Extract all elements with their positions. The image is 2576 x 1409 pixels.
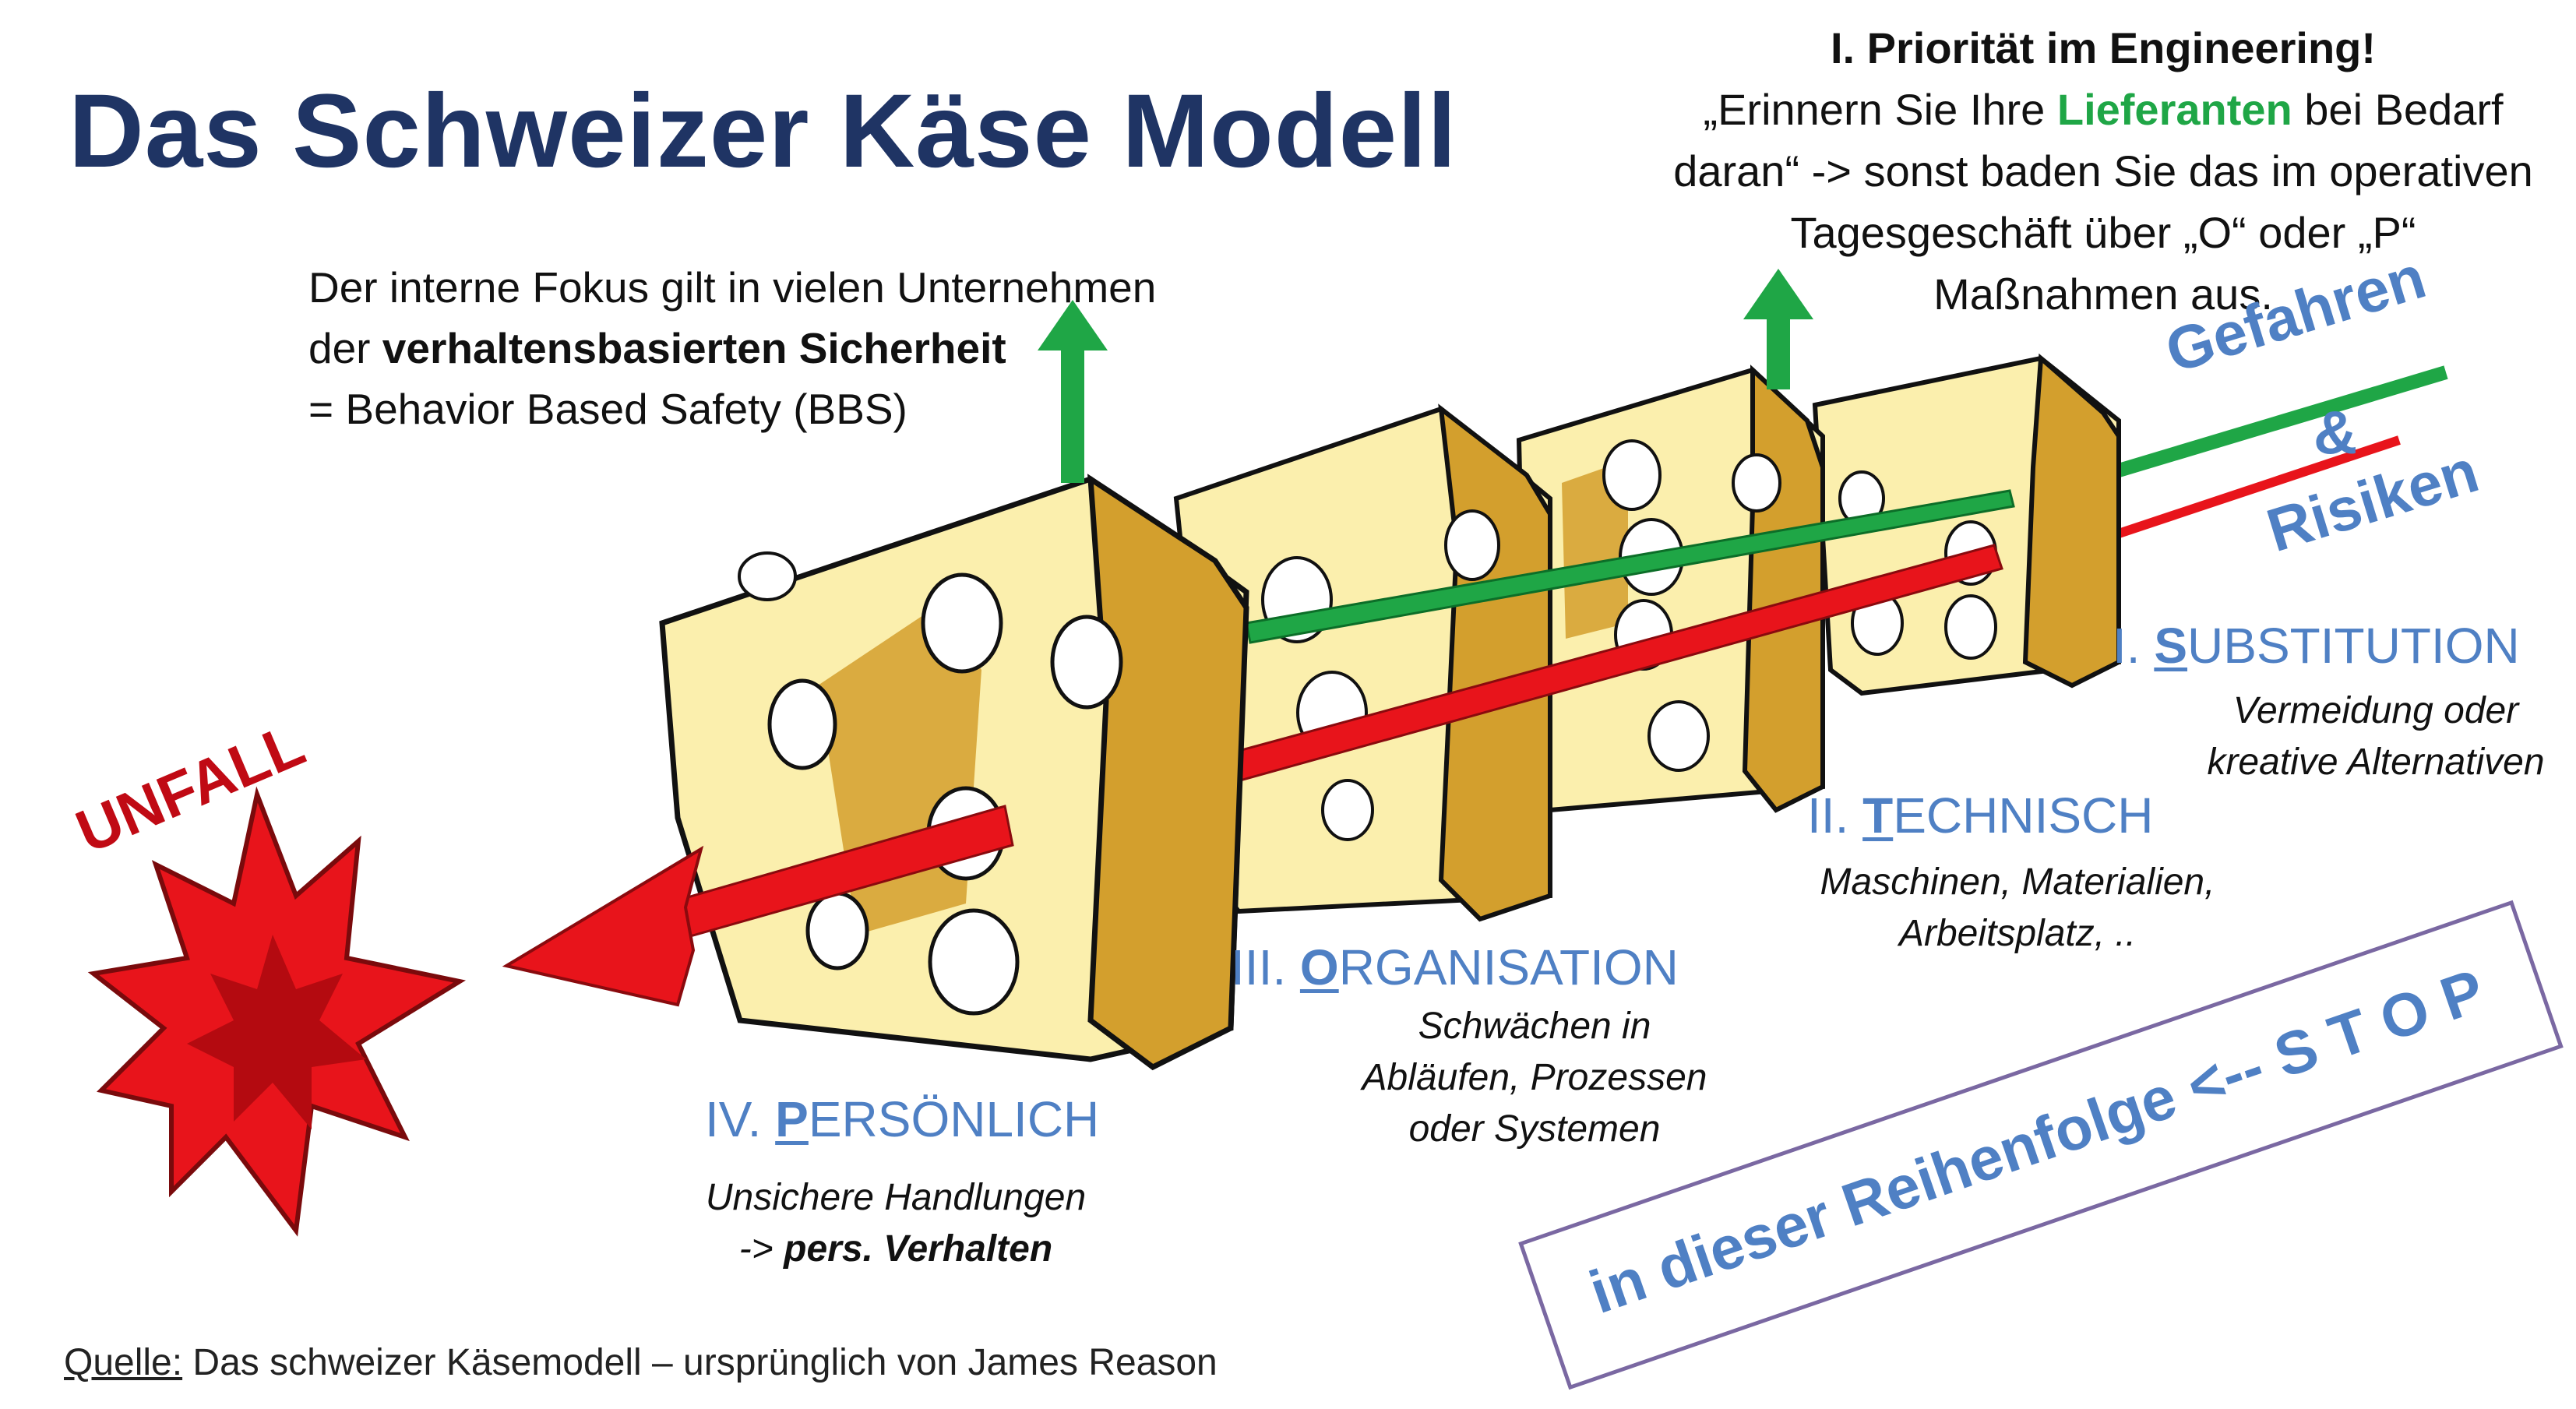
green-up-arrow-left bbox=[1038, 300, 1108, 483]
level-substitution-desc-1: Vermeidung oder bbox=[2232, 690, 2519, 731]
priority-suppliers: Lieferanten bbox=[2056, 85, 2292, 134]
source-text: Das schweizer Käsemodell – ursprünglich … bbox=[182, 1342, 1218, 1383]
source-note: Quelle: Das schweizer Käsemodell – urspr… bbox=[64, 1341, 1218, 1384]
level-technisch-desc: Maschinen, Materialien, Arbeitsplatz, .. bbox=[1799, 857, 2236, 960]
level-persoenlich-desc: Unsichere Handlungen -> pers. Verhalten bbox=[685, 1172, 1106, 1275]
cheese-slice-organisation bbox=[1173, 403, 1552, 922]
level-technisch: II. TECHNISCH bbox=[1807, 787, 2153, 844]
level-persoenlich-desc-1: Unsichere Handlungen bbox=[705, 1177, 1087, 1218]
bbs-note: Der interne Fokus gilt in vielen Unterne… bbox=[308, 257, 1156, 439]
level-substitution-initial: S bbox=[2154, 618, 2188, 674]
page-title: Das Schweizer Käse Modell bbox=[69, 73, 1457, 189]
priority-line-3: Tagesgeschäft über „O“ oder „P“ bbox=[1790, 208, 2416, 257]
level-persoenlich: IV. PERSÖNLICH bbox=[705, 1090, 1099, 1148]
level-organisation-desc-2: Abläufen, Prozessen bbox=[1362, 1057, 1707, 1098]
bbs-line-2: der verhaltensbasierten Sicherheit bbox=[308, 318, 1156, 379]
level-technisch-rest: ECHNISCH bbox=[1893, 787, 2154, 844]
level-persoenlich-desc-2: -> pers. Verhalten bbox=[685, 1224, 1106, 1275]
level-organisation-desc-3: oder Systemen bbox=[1408, 1108, 1661, 1150]
red-hazard-line bbox=[2094, 435, 2401, 546]
priority-line-4: Maßnahmen aus. bbox=[1933, 269, 2273, 319]
level-persoenlich-desc-2-prefix: -> bbox=[738, 1228, 784, 1270]
source-label: Quelle: bbox=[64, 1342, 183, 1383]
level-technisch-desc-1: Maschinen, Materialien, bbox=[1820, 861, 2215, 903]
bbs-line-2-bold: verhaltensbasierten Sicherheit bbox=[382, 324, 1006, 372]
level-organisation-rest: RGANISATION bbox=[1338, 939, 1679, 995]
priority-note: I. Priorität im Engineering! „Erinnern S… bbox=[1620, 17, 2576, 325]
level-persoenlich-desc-2-bold: pers. Verhalten bbox=[784, 1228, 1053, 1270]
level-technisch-initial: T bbox=[1862, 787, 1894, 844]
level-substitution-desc: Vermeidung oder kreative Alternativen bbox=[2189, 685, 2563, 788]
priority-heading: I. Priorität im Engineering! bbox=[1830, 23, 2377, 72]
cheese-slice-technisch bbox=[1516, 365, 1825, 813]
level-technisch-prefix: II. bbox=[1807, 787, 1863, 844]
level-persoenlich-initial: P bbox=[775, 1091, 809, 1147]
priority-line-1-prefix: „Erinnern Sie Ihre bbox=[1703, 85, 2057, 134]
bbs-line-1: Der interne Fokus gilt in vielen Unterne… bbox=[308, 263, 1157, 312]
priority-line-1-suffix: bei Bedarf bbox=[2292, 85, 2504, 134]
level-substitution: I. SUBSTITUTION bbox=[2113, 617, 2520, 675]
level-organisation-initial: O bbox=[1299, 939, 1339, 995]
level-organisation-desc: Schwächen in Abläufen, Prozessen oder Sy… bbox=[1340, 1001, 1729, 1155]
level-substitution-desc-2: kreative Alternativen bbox=[2207, 741, 2545, 783]
green-up-arrow-right bbox=[1743, 269, 1813, 389]
bbs-line-2-prefix: der bbox=[308, 324, 382, 372]
level-organisation-prefix: III. bbox=[1231, 939, 1300, 995]
cheese-slice-persoenlich bbox=[659, 474, 1249, 1071]
cheese-slice-substitution bbox=[1812, 353, 2121, 696]
level-organisation-desc-1: Schwächen in bbox=[1418, 1006, 1651, 1047]
level-persoenlich-prefix: IV. bbox=[705, 1091, 776, 1147]
level-substitution-prefix: I. bbox=[2113, 618, 2155, 674]
hazards-ampersand: & bbox=[2313, 398, 2358, 467]
green-hazard-arrow bbox=[1245, 489, 2015, 644]
explosion-icon bbox=[87, 786, 467, 1237]
level-organisation: III. ORGANISATION bbox=[1231, 939, 1679, 996]
level-substitution-rest: UBSTITUTION bbox=[2187, 618, 2520, 674]
level-persoenlich-rest: ERSÖNLICH bbox=[808, 1091, 1100, 1147]
bbs-line-3: = Behavior Based Safety (BBS) bbox=[308, 385, 907, 433]
red-arrow-head bbox=[502, 845, 704, 1007]
priority-line-2: daran“ -> sonst baden Sie das im operati… bbox=[1673, 146, 2533, 195]
green-hazard-line bbox=[2101, 365, 2448, 482]
level-technisch-desc-2: Arbeitsplatz, .. bbox=[1898, 913, 2137, 954]
priority-line-1: „Erinnern Sie Ihre Lieferanten bei Bedar… bbox=[1620, 79, 2576, 140]
